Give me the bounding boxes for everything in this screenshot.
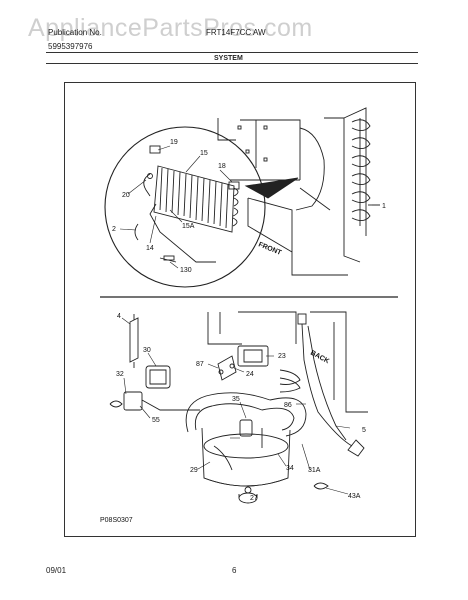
back-label: BACK — [309, 350, 330, 366]
evaporator-coil — [134, 145, 240, 263]
watermark: AppliancePartsPros.com — [28, 14, 313, 42]
upper-leader-lines — [119, 145, 233, 269]
power-cord — [279, 313, 365, 457]
callout-27: 27 — [250, 495, 258, 502]
callout-20: 20 — [122, 192, 130, 199]
diagram-frame — [64, 82, 416, 537]
callout-55: 55 — [152, 417, 160, 424]
callout-29: 29 — [190, 467, 198, 474]
lower-cabinet-outline — [207, 311, 368, 413]
callout-86: 86 — [284, 402, 292, 409]
callout-130: 130 — [180, 267, 192, 274]
callout-15: 15 — [200, 150, 208, 157]
publication-label: Publication No. — [48, 28, 102, 37]
callout-1: 1 — [382, 203, 386, 210]
footer-date: 09/01 — [46, 566, 67, 575]
callout-87: 87 — [196, 361, 204, 368]
lower-leader-lines — [121, 204, 380, 495]
temperature-control — [217, 345, 269, 381]
compressor — [185, 392, 329, 504]
header-rule-top — [46, 52, 418, 53]
callout-14: 14 — [146, 245, 154, 252]
callout-19: 19 — [170, 139, 178, 146]
callout-35: 35 — [232, 396, 240, 403]
view-pointer — [244, 177, 299, 199]
cabinet-outline — [217, 107, 367, 276]
callout-24: 24 — [246, 371, 254, 378]
callout-18: 18 — [218, 163, 226, 170]
callout-30: 30 — [143, 347, 151, 354]
callout-5: 5 — [362, 427, 366, 434]
callout-31a: 31A — [308, 467, 321, 474]
callout-32: 32 — [116, 371, 124, 378]
footer-page-number: 6 — [232, 566, 237, 575]
header-rule-bottom — [46, 63, 418, 64]
callout-2: 2 — [112, 226, 116, 233]
callout-4: 4 — [117, 313, 121, 320]
detail-magnifier — [104, 126, 266, 288]
callout-43a: 43A — [348, 493, 361, 500]
callout-34: 34 — [286, 465, 294, 472]
callout-23: 23 — [278, 353, 286, 360]
publication-number: 5995397976 — [48, 42, 93, 51]
drier-filter — [129, 314, 139, 368]
diagram-id: P08S0307 — [100, 517, 133, 524]
model-number: FRT14F7CC AW — [206, 28, 266, 37]
front-label: FRONT — [257, 241, 283, 257]
callout-15a: 15A — [182, 223, 195, 230]
overload-relay — [109, 365, 200, 411]
section-title: SYSTEM — [214, 55, 243, 62]
